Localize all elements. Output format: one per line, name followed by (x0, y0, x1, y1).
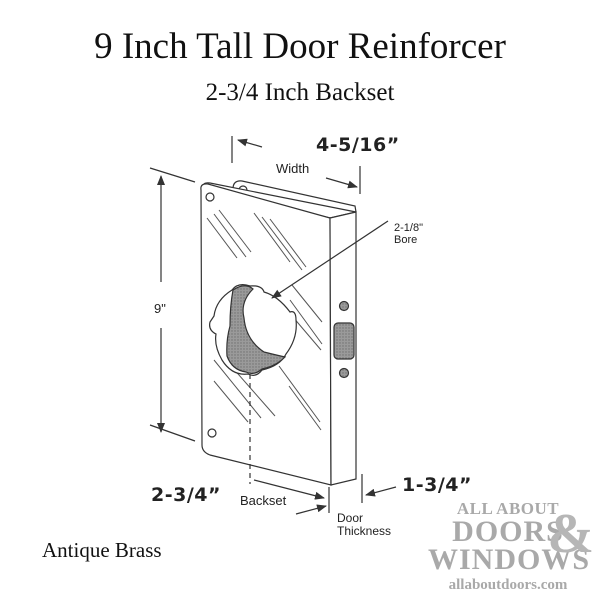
bore-size-label: 2-1/8" Bore (394, 222, 423, 246)
thickness-label-line2: Thickness (337, 524, 392, 539)
backset-dimension: 2-3/4” (151, 484, 221, 506)
backset-label: Backset (240, 493, 287, 508)
bore-size-value: 2-1/8" (394, 222, 423, 234)
logo-line-1: ALL ABOUT (456, 499, 560, 518)
logo-line-3: WINDOWS (428, 543, 591, 576)
page-title: 9 Inch Tall Door Reinforcer (94, 26, 506, 67)
finish-label: Antique Brass (42, 538, 162, 562)
back-flange (232, 180, 357, 213)
thickness-label-line1: Door (337, 511, 364, 525)
logo-line-2: DOORS (452, 515, 564, 548)
width-dimension: 4-5/16” (316, 134, 400, 156)
logo-ampersand: & (547, 503, 594, 565)
logo-url: allaboutdoors.com (448, 577, 568, 593)
brand-logo: ALL ABOUT DOORS WINDOWS allaboutdoors.co… (428, 499, 594, 593)
bore-size-text: Bore (394, 234, 418, 247)
width-label: Width (276, 161, 310, 176)
thickness-label: Door Thickness (337, 511, 392, 539)
page-subtitle: 2-3/4 Inch Backset (205, 79, 395, 106)
height-dimension: 9" (154, 301, 166, 316)
thickness-dimension: 1-3/4” (402, 474, 472, 496)
